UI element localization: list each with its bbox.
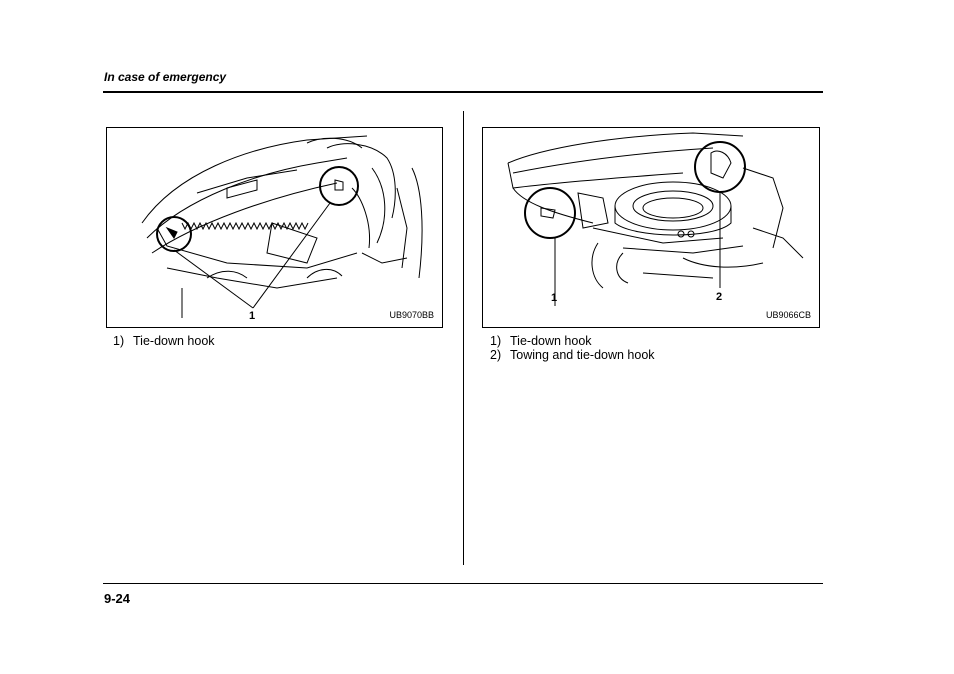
footer-rule xyxy=(103,583,823,584)
caption-number: 1) xyxy=(490,334,502,348)
figure-front-tie-down: 1 UB9070BB xyxy=(106,127,443,328)
caption-number: 1) xyxy=(113,334,125,348)
caption-item: 2) Towing and tie-down hook xyxy=(490,348,655,362)
column-divider xyxy=(463,111,464,565)
rear-underbody-illustration xyxy=(507,132,804,306)
caption-text: Towing and tie-down hook xyxy=(510,348,655,362)
caption-text: Tie-down hook xyxy=(133,334,215,348)
figure-rear-tie-down: 1 2 UB9066CB xyxy=(482,127,820,328)
figure-caption: 1) Tie-down hook xyxy=(113,334,215,348)
figure-caption: 1) Tie-down hook 2) Towing and tie-down ho… xyxy=(490,334,655,362)
caption-item: 1) Tie-down hook xyxy=(113,334,215,348)
caption-item: 1) Tie-down hook xyxy=(490,334,655,348)
callout-label: 1 xyxy=(249,310,256,322)
callout-label: 2 xyxy=(716,291,723,303)
section-title: In case of emergency xyxy=(104,70,227,84)
header-rule xyxy=(103,91,823,93)
callout-label: 1 xyxy=(551,292,558,304)
figure-code: UB9066CB xyxy=(765,310,811,320)
front-bumper-illustration xyxy=(141,135,423,318)
caption-number: 2) xyxy=(490,348,502,362)
figure-code: UB9070BB xyxy=(389,310,434,320)
page-number: 9-24 xyxy=(104,591,131,606)
caption-text: Tie-down hook xyxy=(510,334,592,348)
